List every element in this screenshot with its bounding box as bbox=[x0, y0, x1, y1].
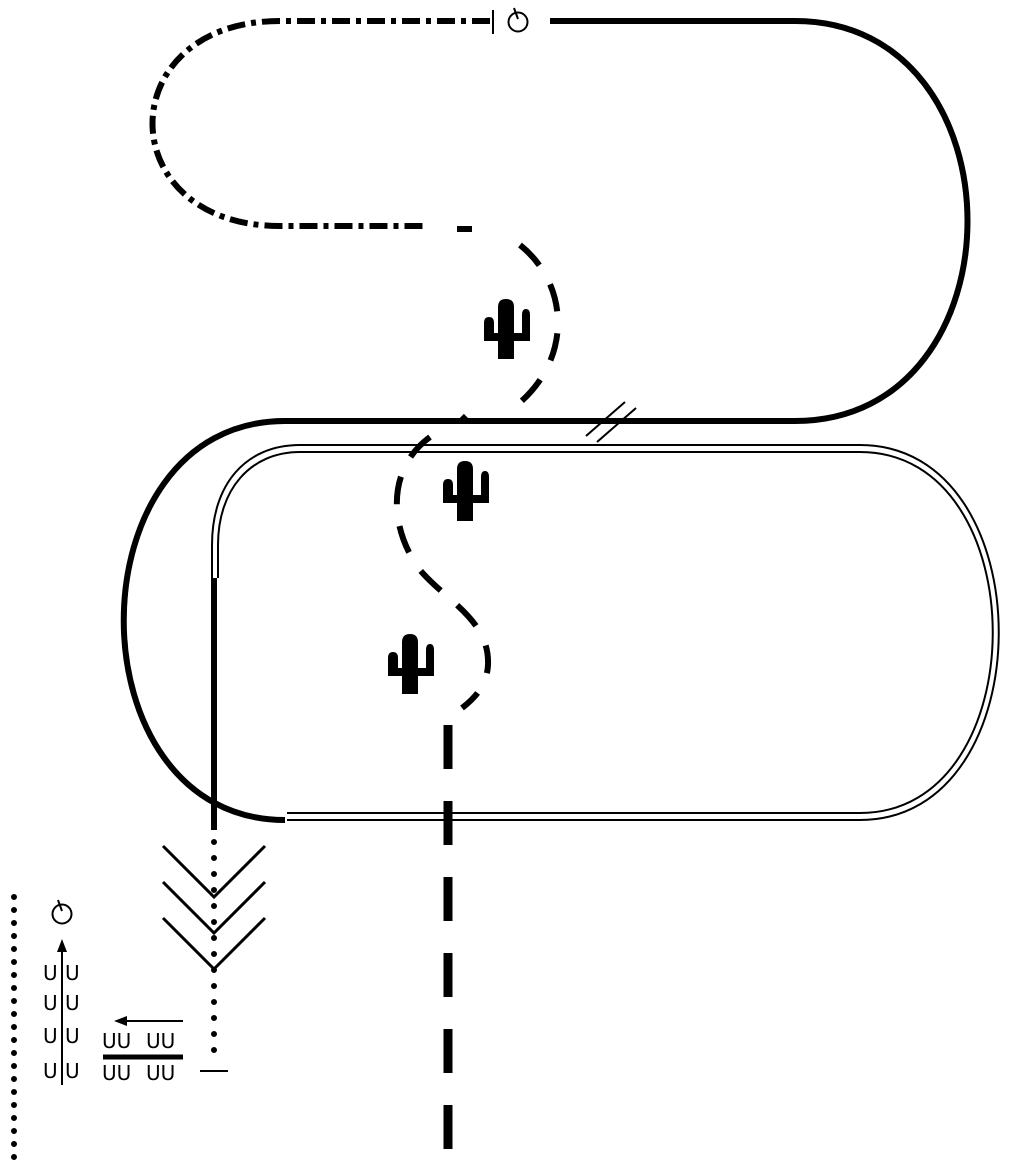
chevron-down-icon bbox=[161, 844, 267, 900]
inner-oval-inner bbox=[217, 451, 994, 814]
ditch-symbol: U bbox=[43, 1024, 58, 1048]
crossing-mark bbox=[596, 407, 637, 443]
ditch-symbol: U bbox=[65, 1024, 80, 1048]
mogul-symbol: UU bbox=[146, 1061, 175, 1085]
track-segment-solid-upper bbox=[470, 18, 971, 424]
ditch-symbol: U bbox=[43, 991, 58, 1015]
slalom-path bbox=[393, 242, 561, 711]
crossing-mark bbox=[585, 401, 626, 437]
chevron-group bbox=[161, 844, 267, 972]
ditch-symbol: U bbox=[43, 1059, 58, 1083]
cactus-icon bbox=[443, 461, 489, 521]
start-stopwatch-icon bbox=[507, 7, 529, 33]
mogul-symbol: UU bbox=[146, 1029, 175, 1053]
cactus-icon bbox=[388, 634, 434, 694]
ditch-symbol: U bbox=[65, 961, 80, 985]
track-segment-solid-left bbox=[120, 418, 470, 823]
cactus-icon bbox=[484, 299, 530, 359]
chevron-down-icon bbox=[161, 916, 267, 972]
ditch-symbol: U bbox=[65, 991, 80, 1015]
mogul-symbol: UU bbox=[102, 1061, 131, 1085]
arrow-up-icon bbox=[57, 939, 67, 952]
inner-oval-outer bbox=[211, 444, 1000, 821]
ditch-symbol: U bbox=[65, 1059, 80, 1083]
mogul-symbol: UU bbox=[102, 1029, 131, 1053]
legend-stopwatch-icon bbox=[51, 899, 73, 925]
ditch-symbols: U U U U U U U U bbox=[43, 961, 80, 1083]
chevron-down-icon bbox=[161, 880, 267, 936]
ditch-symbol: U bbox=[43, 961, 58, 985]
arrow-left-icon bbox=[114, 1016, 127, 1026]
track-segment-dashdot bbox=[149, 18, 490, 229]
